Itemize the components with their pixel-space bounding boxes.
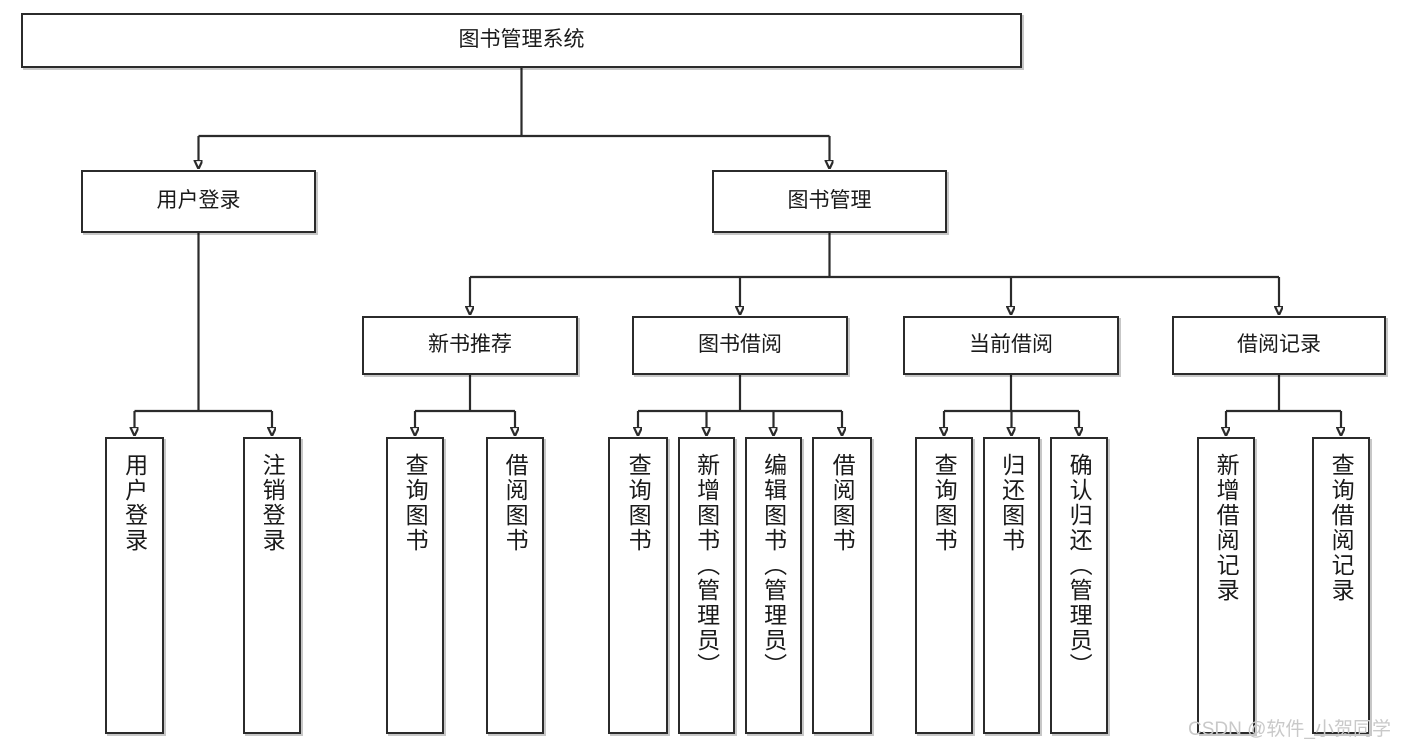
node-leaf-return-book[interactable]: 归还图书 [983,437,1040,734]
node-label: 注销登录 [259,453,286,553]
node-label: 新增借阅记录 [1213,453,1240,603]
node-leaf-query-book-cur[interactable]: 查询图书 [915,437,973,734]
node-leaf-borrow-book-rec[interactable]: 借阅图书 [486,437,544,734]
node-leaf-add-borrow-record[interactable]: 新增借阅记录 [1197,437,1255,734]
node-book-management[interactable]: 图书管理 [712,170,947,233]
watermark-text: CSDN @软件_小贺同学 [1188,719,1391,740]
node-leaf-user-login[interactable]: 用户登录 [105,437,164,734]
node-leaf-edit-book-admin[interactable]: 编辑图书（管理员） [745,437,802,734]
node-label: 借阅图书 [502,453,529,553]
node-root[interactable]: 图书管理系统 [21,13,1022,68]
node-label: 新书推荐 [428,333,512,357]
node-label: 查询图书 [931,453,958,553]
node-label: 确认归还（管理员） [1066,453,1093,678]
node-label: 图书管理系统 [458,28,585,52]
node-label: 用户登录 [121,453,148,553]
node-label: 借阅图书 [829,453,856,553]
node-leaf-add-book-admin[interactable]: 新增图书（管理员） [678,437,735,734]
node-leaf-borrow-book[interactable]: 借阅图书 [812,437,872,734]
node-label: 新增图书（管理员） [693,453,720,678]
node-book-borrow[interactable]: 图书借阅 [632,316,848,375]
node-label: 用户登录 [156,189,241,213]
node-new-book-recommend[interactable]: 新书推荐 [362,316,578,375]
node-label: 当前借阅 [969,333,1053,357]
node-label: 查询图书 [625,453,652,553]
node-leaf-query-book-rec[interactable]: 查询图书 [386,437,444,734]
node-label: 图书管理 [787,189,872,213]
node-leaf-confirm-return-admin[interactable]: 确认归还（管理员） [1050,437,1108,734]
node-leaf-logout-login[interactable]: 注销登录 [243,437,301,734]
node-label: 借阅记录 [1237,333,1321,357]
node-leaf-query-borrow-record[interactable]: 查询借阅记录 [1312,437,1370,734]
node-label: 查询图书 [402,453,429,553]
node-label: 编辑图书（管理员） [760,453,787,678]
node-leaf-query-book-borrow[interactable]: 查询图书 [608,437,668,734]
node-label: 图书借阅 [698,333,782,357]
node-label: 归还图书 [998,453,1025,553]
node-borrow-record[interactable]: 借阅记录 [1172,316,1386,375]
node-current-borrow[interactable]: 当前借阅 [903,316,1119,375]
node-user-login[interactable]: 用户登录 [81,170,316,233]
node-label: 查询借阅记录 [1328,453,1355,603]
